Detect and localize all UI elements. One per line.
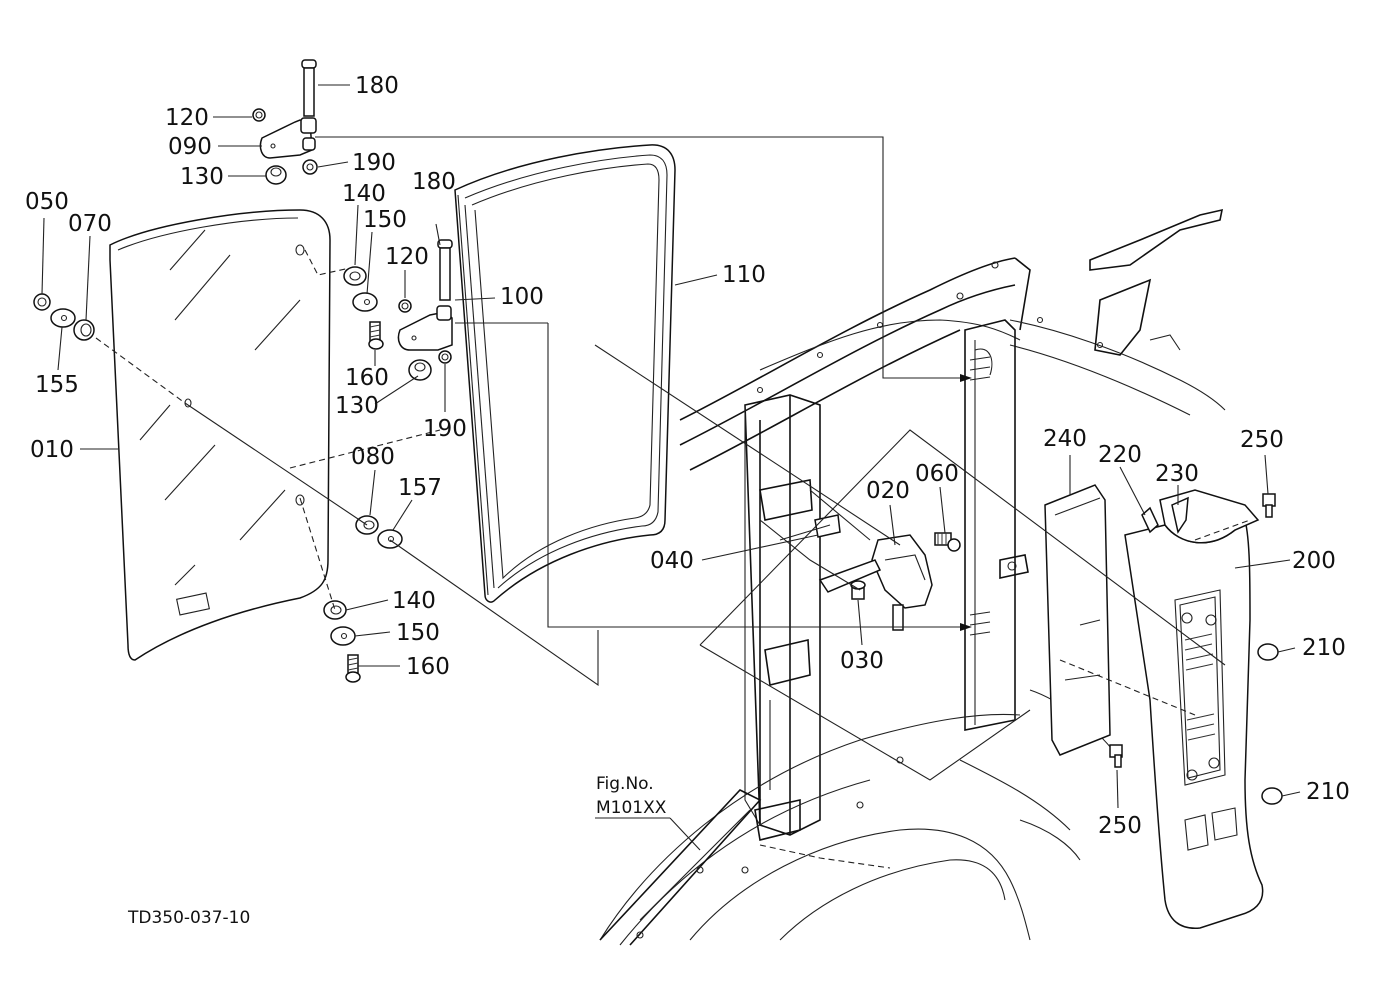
label-160-bottom: 160 (406, 654, 450, 680)
label-140-bottom: 140 (392, 588, 436, 614)
label-080: 080 (351, 444, 395, 470)
label-210-bottom: 210 (1306, 779, 1350, 805)
label-220: 220 (1098, 442, 1142, 468)
label-150-top: 150 (363, 207, 407, 233)
label-250-top: 250 (1240, 427, 1284, 453)
label-090: 090 (168, 134, 212, 160)
label-240: 240 (1043, 426, 1087, 452)
drawing-code: TD350-037-10 (127, 908, 250, 928)
label-130-mid: 130 (335, 393, 379, 419)
lower-hinge-washers (323, 600, 361, 683)
door-frame-110 (454, 144, 676, 603)
label-140-top: 140 (342, 181, 386, 207)
label-070: 070 (68, 211, 112, 237)
assembly-lines (95, 136, 1251, 869)
pillar-panel-240 (1044, 484, 1111, 756)
label-155: 155 (35, 372, 79, 398)
label-050: 050 (25, 189, 69, 215)
label-010: 010 (30, 437, 74, 463)
label-190-top: 190 (352, 150, 396, 176)
figure-ref-label: Fig.No. (596, 774, 654, 794)
part-labels: 180 120 090 130 190 140 150 180 120 100 … (25, 73, 1350, 928)
label-250-bottom: 250 (1098, 813, 1142, 839)
label-210-top: 210 (1302, 635, 1346, 661)
pillar-trim-200 (1124, 489, 1264, 929)
label-020: 020 (866, 478, 910, 504)
label-180-top: 180 (355, 73, 399, 99)
door-glass-010 (109, 209, 331, 661)
latch-hardware-left (33, 293, 95, 341)
label-230: 230 (1155, 461, 1199, 487)
label-110: 110 (722, 262, 766, 288)
label-200: 200 (1292, 548, 1336, 574)
label-040: 040 (650, 548, 694, 574)
label-030: 030 (840, 648, 884, 674)
label-160-top: 160 (345, 365, 389, 391)
door-latch-assembly (814, 514, 961, 631)
label-060: 060 (915, 461, 959, 487)
leader-lines (41, 84, 1301, 851)
label-120-mid: 120 (385, 244, 429, 270)
cab-frame (599, 208, 1226, 946)
label-190-mid: 190 (423, 416, 467, 442)
label-120-top: 120 (165, 105, 209, 131)
label-157: 157 (398, 475, 442, 501)
label-130-top: 130 (180, 164, 224, 190)
label-150-bottom: 150 (396, 620, 440, 646)
label-100: 100 (500, 284, 544, 310)
label-180-mid: 180 (412, 169, 456, 195)
figure-ref-number: M101XX (596, 798, 667, 818)
upper-hinge-assembly (252, 59, 318, 185)
lower-hinge-assembly (343, 239, 453, 381)
